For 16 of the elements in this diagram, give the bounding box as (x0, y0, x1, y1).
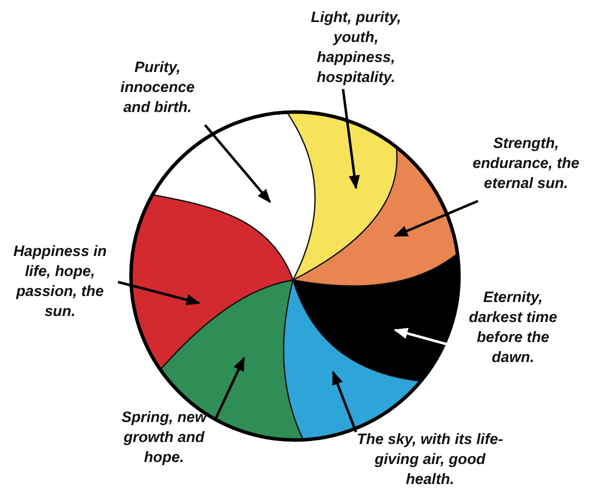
leader-arrow (332, 370, 358, 432)
leader-arrow (214, 356, 246, 419)
label-text: Purity, innocence and birth. (119, 58, 196, 118)
label-text: The sky, with its life-giving air, good health. (356, 430, 504, 490)
color-wedge (286, 112, 398, 281)
color-wedge (130, 194, 294, 370)
label-text: Happiness in life, hope, passion, the sun. (12, 242, 108, 322)
leader-arrow (394, 200, 478, 238)
label-text: Strength, endurance, the eternal sun. (472, 134, 580, 194)
color-wedge (292, 146, 458, 287)
label-text: Spring, new growth and hope. (120, 408, 208, 468)
label-text: Eternity, darkest time before the dawn. (468, 288, 558, 368)
leader-arrow (342, 88, 360, 190)
label-text: Light, purity, youth, happiness, hospitality. (310, 8, 402, 88)
color-wedge (292, 253, 460, 382)
leader-arrow (204, 124, 271, 204)
